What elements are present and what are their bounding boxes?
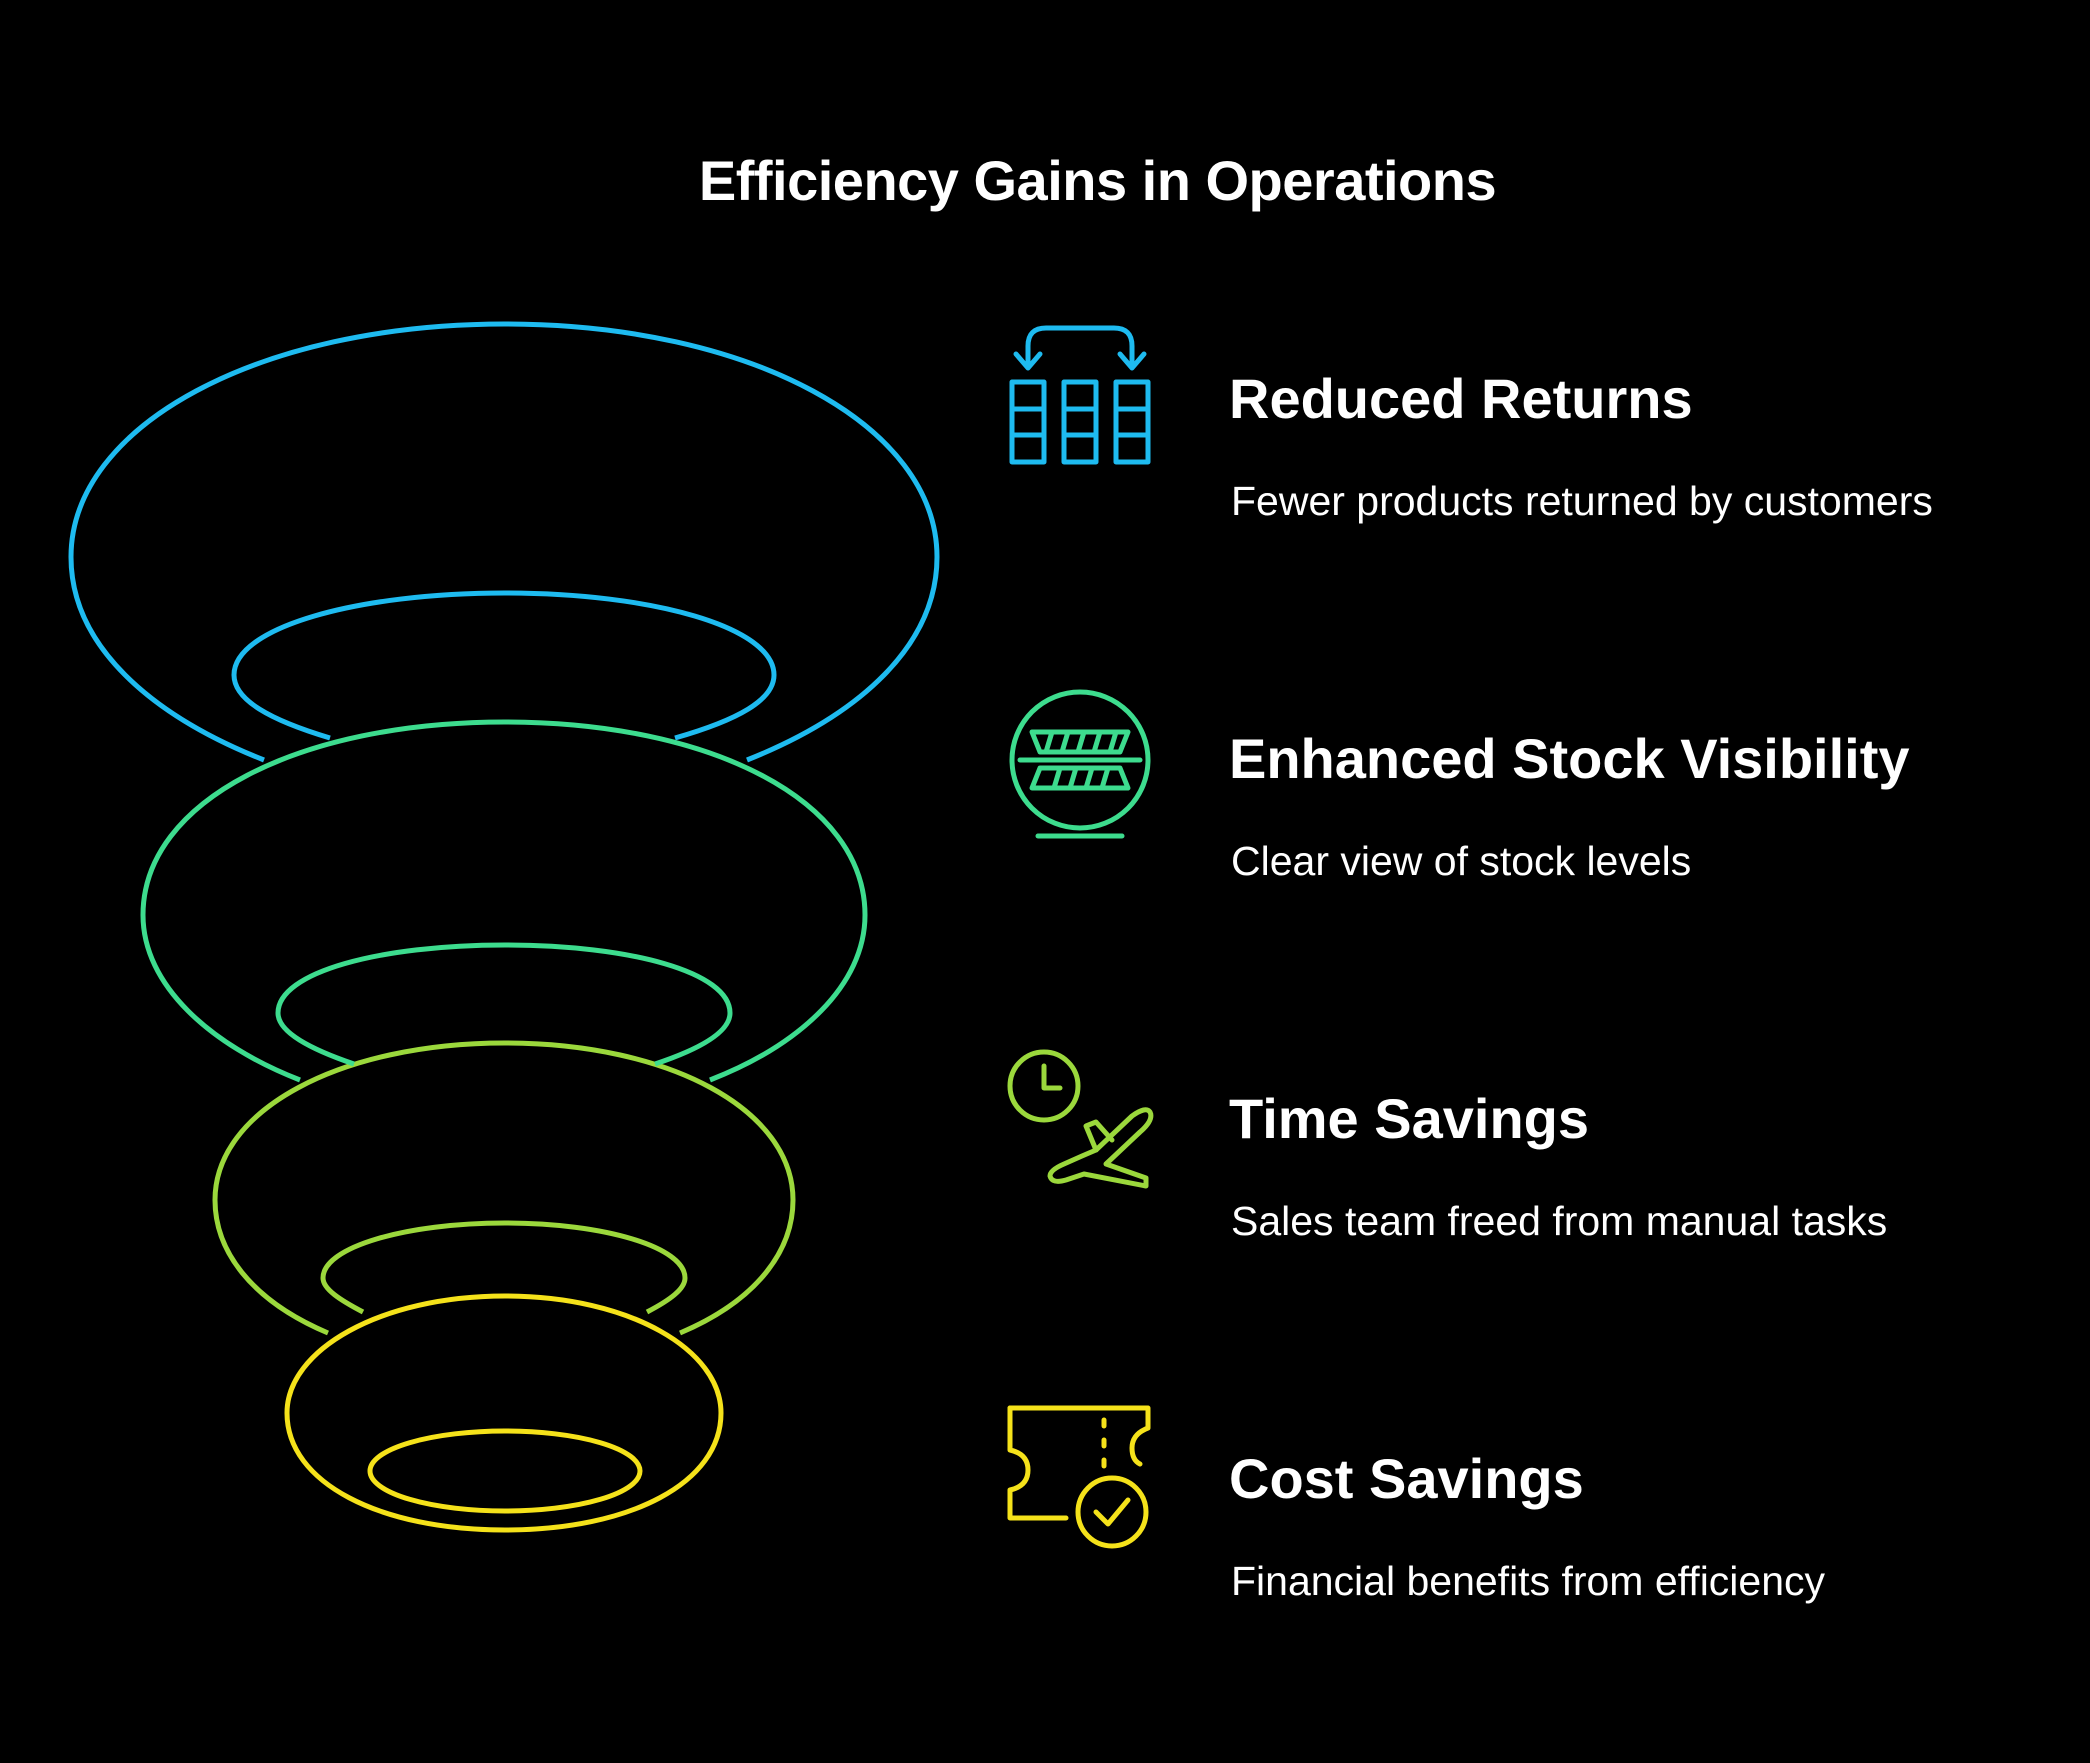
- funnel-ring-reduced-returns: [68, 321, 940, 763]
- ring-outer: [284, 1293, 724, 1533]
- item-title-time-savings: Time Savings: [1229, 1087, 1590, 1150]
- clock-plane-icon: [1007, 1049, 1154, 1189]
- funnel-ring-cost-savings: [284, 1293, 724, 1533]
- ring-outer: [140, 719, 868, 1083]
- item-title-reduced-returns: Reduced Returns: [1229, 367, 1693, 430]
- ring-outer: [212, 1040, 796, 1336]
- funnel-ring-time-savings: [212, 1040, 796, 1336]
- warehouse-globe-icon: [1009, 689, 1151, 839]
- item-desc-time-savings: Sales team freed from manual tasks: [1231, 1198, 1888, 1244]
- ring-inner: [367, 1428, 643, 1514]
- item-desc-cost-savings: Financial benefits from efficiency: [1231, 1558, 1826, 1604]
- ring-inner: [231, 590, 777, 741]
- funnel-ring-stock-visibility: [140, 719, 868, 1083]
- shelf-swap-icon: [1009, 325, 1151, 465]
- item-desc-reduced-returns: Fewer products returned by customers: [1231, 478, 1933, 524]
- item-title-stock-visibility: Enhanced Stock Visibility: [1229, 727, 1910, 790]
- ring-inner: [320, 1220, 688, 1315]
- ticket-check-icon: [1007, 1405, 1151, 1549]
- item-desc-stock-visibility: Clear view of stock levels: [1231, 838, 1692, 884]
- ring-inner: [275, 942, 733, 1067]
- page-title: Efficiency Gains in Operations: [698, 149, 1497, 212]
- item-title-cost-savings: Cost Savings: [1229, 1447, 1584, 1510]
- ring-outer: [68, 321, 940, 763]
